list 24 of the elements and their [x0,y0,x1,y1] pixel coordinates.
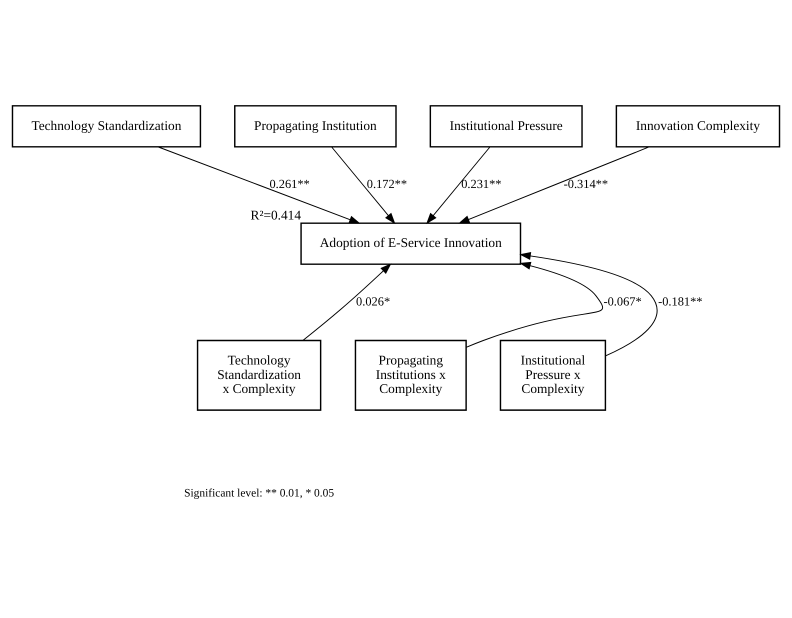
node-box: Adoption of E-Service Innovation [300,222,522,264]
arrow [458,146,650,224]
edge-label: 0.026* [356,294,390,308]
arrow [302,262,392,340]
label: Significant level: ** 0.01, * 0.05 [184,487,334,500]
arrow [466,261,603,348]
edge-label: 0.172** [366,176,408,191]
arrow [426,146,490,224]
edge-label: 0.231** [461,176,502,191]
node-box: Innovation Complexity [616,104,780,148]
node-box: Institutional Pressure [430,104,583,148]
arrow [158,146,361,224]
node-box: Technology Standardization [12,104,202,148]
node-box: Technology Standardization x Complexity [196,339,322,410]
node-box: Institutional Pressure x Complexity [500,339,606,410]
edge-label: -0.181** [658,294,702,308]
node-box: Propagating Institutions x Complexity [354,339,467,410]
node-box: Propagating Institution [234,104,397,148]
edge-label: -0.314** [564,176,608,191]
arrow [331,146,396,224]
node-label: R²=0.414 [250,207,302,222]
edge-label: 0.261** [269,176,310,191]
arrow [519,252,658,356]
edge-label: -0.067* [603,294,642,308]
